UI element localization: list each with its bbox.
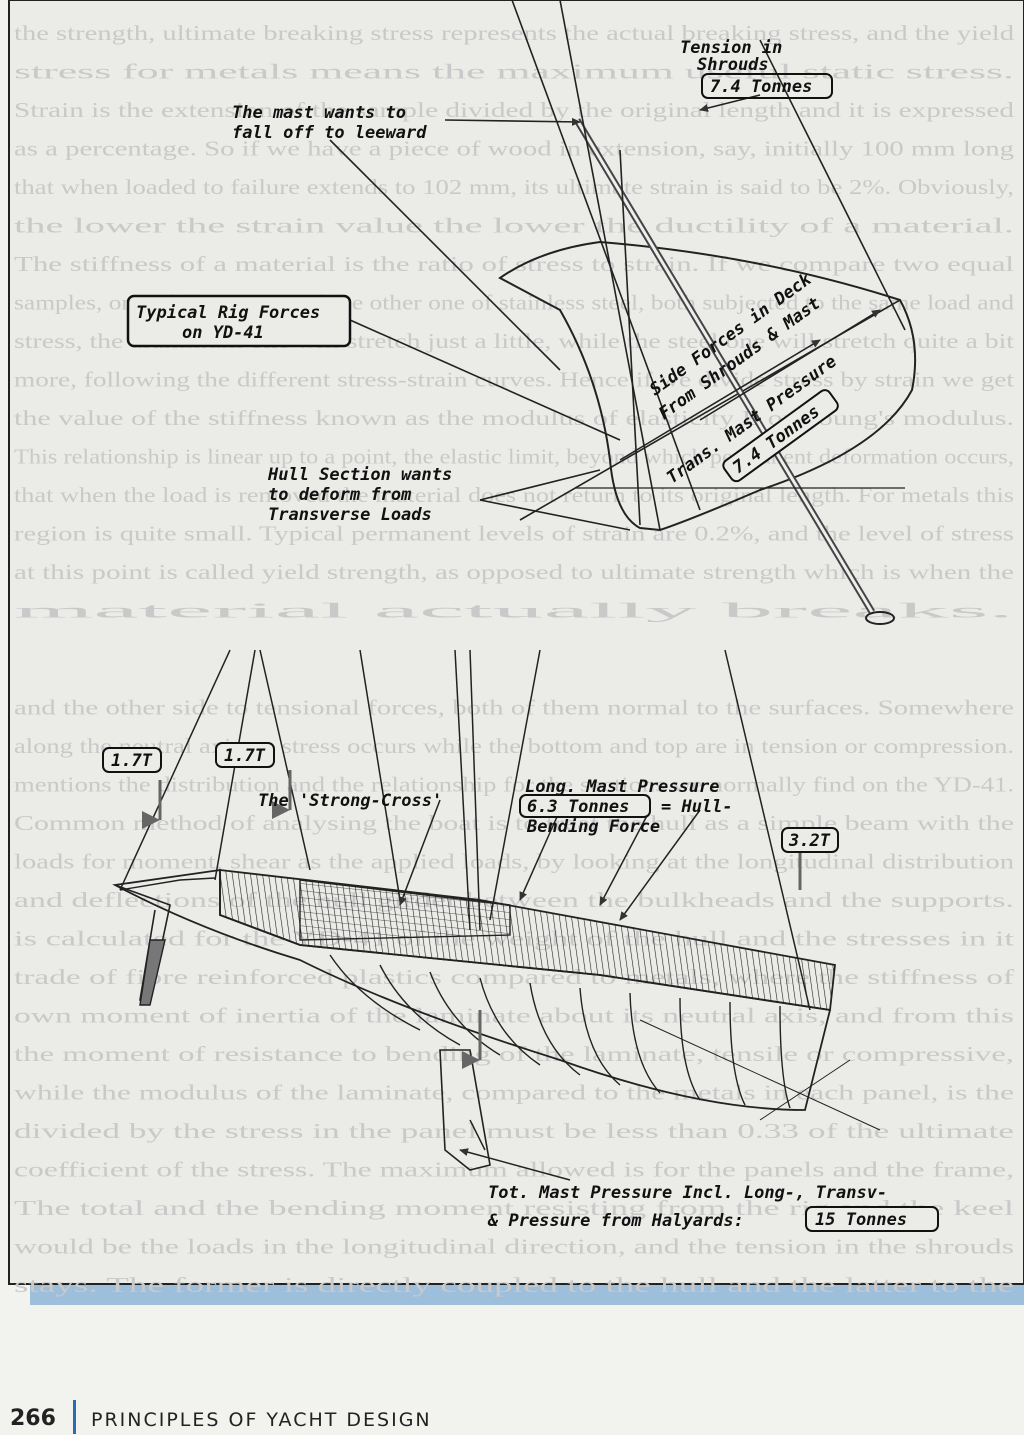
ghost-text-line: more, following the different stress-str…	[14, 368, 1014, 392]
leader-lines-lower	[399, 799, 701, 1181]
hull-perspective-drawing	[112, 868, 881, 1171]
figure-shadow	[30, 1283, 1024, 1305]
tension-value-box	[701, 73, 833, 99]
ghost-text-line: The stiffness of a material is the ratio…	[14, 252, 1014, 276]
left-force-label-2: 1.7T	[224, 746, 266, 766]
show-through-text: the strength, ultimate breaking stress r…	[14, 21, 1015, 1297]
total-pressure-label-2: & Pressure from Halyards:	[487, 1211, 744, 1231]
total-pressure-value-label: 15 Tonnes	[815, 1210, 907, 1230]
footer-divider	[73, 1400, 76, 1434]
ghost-text-line: material actually breaks.	[14, 599, 1014, 623]
left-force-box-1	[102, 747, 162, 773]
long-mast-eq-label: = Hull-	[661, 797, 733, 817]
ghost-text-line: that when loaded to failure extends to 1…	[14, 175, 1014, 199]
ghost-text-line: divided by the stress in the panel must …	[14, 1119, 1014, 1143]
long-mast-bending-label: Bending Force	[526, 817, 660, 837]
ghost-text-line: as a percentage. So if we have a piece o…	[14, 137, 1015, 161]
typical-rig-forces-label-1: Typical Rig Forces	[136, 303, 320, 323]
force-arrows-lower	[142, 770, 802, 1069]
total-pressure-label-1: Tot. Mast Pressure Incl. Long-, Transv-	[488, 1183, 887, 1203]
typical-rig-forces-box	[126, 294, 352, 348]
ghost-text-line: stress for metals means the maximum usef…	[14, 60, 1014, 84]
tension-title-label-2: Shrouds	[697, 55, 769, 75]
long-mast-value-box	[519, 794, 651, 818]
ghost-text-line: the lower the strain value the lower the…	[14, 214, 1014, 238]
ghost-text-line: along the neutral axis no stress occurs …	[14, 734, 1014, 758]
ghost-text-line: at this point is called yield strength, …	[14, 560, 1014, 584]
typical-rig-forces-label-2: on YD-41	[182, 323, 264, 343]
ghost-text-line: and the other side to tensional forces, …	[14, 696, 1014, 720]
hull-section-drawing	[498, 0, 917, 625]
long-mast-value-label: 6.3 Tonnes	[527, 797, 629, 817]
ghost-text-line: Common method of analysing the boat is t…	[14, 811, 1014, 835]
ghost-text-line: own moment of inertia of the laminate ab…	[14, 1004, 1014, 1028]
hull-section-label-2: to deform from	[268, 485, 412, 505]
total-pressure-value-box	[805, 1206, 939, 1232]
ghost-text-line: coefficient of the stress. The maximum a…	[14, 1158, 1014, 1182]
hull-section-label-1: Hull Section wants	[267, 465, 452, 485]
ghost-text-line: while the modulus of the laminate, compa…	[14, 1081, 1014, 1105]
leader-lines-upper	[329, 94, 761, 531]
rigging-lower	[119, 649, 811, 1011]
hull-section-label-3: Transverse Loads	[268, 505, 432, 525]
book-title: PRINCIPLES OF YACHT DESIGN	[91, 1409, 432, 1431]
left-force-box-2	[215, 742, 275, 768]
ghost-text-line: stays. The former is directly coupled to…	[14, 1273, 1014, 1297]
ghost-text-line: the strength, ultimate breaking stress r…	[14, 21, 1015, 45]
right-force-box	[781, 827, 839, 853]
long-mast-pressure-label: Long. Mast Pressure	[525, 777, 719, 797]
ghost-text-line: Strain is the extension of the sample di…	[14, 98, 1015, 122]
page-number: 266	[10, 1406, 56, 1431]
ghost-text-line: the value of the stiffness known as the …	[14, 406, 1014, 430]
left-force-label-1: 1.7T	[111, 751, 153, 771]
strong-cross-label: The 'Strong-Cross'	[258, 791, 442, 811]
mast-leeward-label-1: The mast wants to	[232, 103, 406, 123]
figure-frame	[8, 0, 1024, 1285]
ghost-text-line: would be the loads in the longitudinal d…	[14, 1235, 1014, 1259]
right-force-label: 3.2T	[788, 831, 831, 851]
page-footer: 266 PRINCIPLES OF YACHT DESIGN	[0, 1400, 1024, 1435]
tension-value-label: 7.4 Tonnes	[710, 77, 812, 97]
tension-title-label: Tension in	[680, 38, 782, 58]
ghost-text-line: loads for moment, shear as the applied l…	[14, 850, 1015, 874]
mast-leeward-label-2: fall off to leeward	[232, 123, 427, 143]
ghost-text-line: that when the load is removed the materi…	[14, 483, 1014, 507]
ghost-text-line: This relationship is linear up to a poin…	[14, 445, 1014, 469]
ghost-text-line: region is quite small. Typical permanent…	[14, 522, 1014, 546]
trans-mast-value-box	[722, 389, 839, 483]
ghost-text-line: trade of fibre reinforced plastics compa…	[14, 965, 1014, 989]
